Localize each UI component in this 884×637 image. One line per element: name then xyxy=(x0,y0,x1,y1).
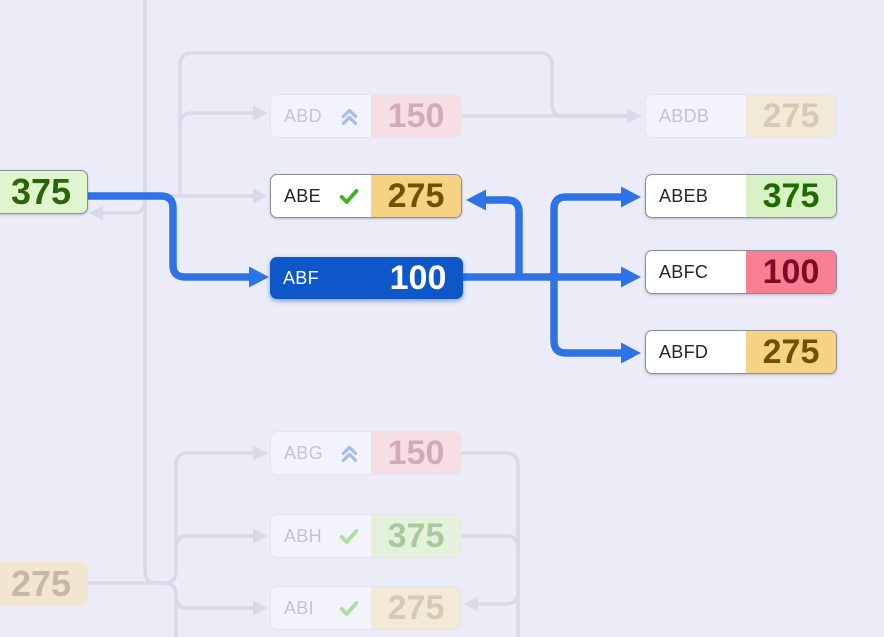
edge-left275-offscreen-top xyxy=(143,0,166,585)
edge-left275-abg xyxy=(163,451,253,585)
edge-left275-abh xyxy=(174,534,253,549)
node-abe[interactable]: ABE 275 xyxy=(270,174,462,218)
arrowhead-into-abi-right xyxy=(463,596,478,612)
arrowhead-into-abdb xyxy=(627,108,642,124)
node-value: 375 xyxy=(10,171,72,212)
node-abf-selected[interactable]: ABF 100 xyxy=(270,257,463,299)
node-left-375[interactable]: 375 xyxy=(0,170,88,214)
node-label: ABI xyxy=(284,597,314,618)
edge-abh-offscreen-bottom xyxy=(462,534,520,549)
node-label: ABDB xyxy=(659,105,710,126)
edge-return-left375 xyxy=(103,200,147,215)
node-abi[interactable]: ABI 275 xyxy=(270,586,462,630)
arrowhead-into-abd xyxy=(253,105,268,121)
edge-abg-offscreen-bottom xyxy=(462,451,520,637)
arrowhead-into-abf xyxy=(249,266,269,288)
edge-abf-abeb xyxy=(550,193,621,277)
node-value: 275 xyxy=(10,563,72,604)
edge-left375-abf xyxy=(88,192,250,281)
arrowhead-into-abeb xyxy=(621,186,641,208)
arrowhead-into-abfd xyxy=(621,342,641,364)
arrowhead-into-abe-blue xyxy=(466,189,486,211)
node-label: ABG xyxy=(284,442,323,463)
node-abg[interactable]: ABG 150 xyxy=(270,431,462,475)
node-abeb[interactable]: ABEB 375 xyxy=(645,174,837,218)
chevrons-up-icon xyxy=(339,443,360,464)
node-label: ABH xyxy=(284,525,322,546)
edge-abf-abe xyxy=(486,196,523,277)
edge-abf-abfd xyxy=(550,277,621,357)
node-abdb[interactable]: ABDB 275 xyxy=(645,94,837,138)
edge-left375-abd xyxy=(178,111,253,126)
edge-offscreen-bottom-abi xyxy=(478,591,520,606)
node-value: 375 xyxy=(371,515,461,557)
node-value: 275 xyxy=(746,331,836,373)
arrowhead-into-abfc xyxy=(621,266,641,288)
arrowhead-into-abg xyxy=(253,445,268,461)
node-value: 150 xyxy=(371,432,461,474)
node-value: 275 xyxy=(746,95,836,137)
node-label: ABF xyxy=(283,267,319,288)
node-label: ABFC xyxy=(659,261,709,282)
node-abh[interactable]: ABH 375 xyxy=(270,514,462,558)
node-label: ABE xyxy=(284,185,321,206)
edge-left275-abi xyxy=(174,595,253,610)
node-label: ABEB xyxy=(659,185,709,206)
edge-left275-offscreen-bottom xyxy=(163,581,178,637)
node-value: 275 xyxy=(371,175,461,217)
node-value: 275 xyxy=(371,587,461,629)
node-value: 150 xyxy=(371,95,461,137)
node-label: ABFD xyxy=(659,341,709,362)
arrowhead-into-left375 xyxy=(88,205,103,221)
node-left-275[interactable]: 275 xyxy=(0,562,88,606)
check-icon xyxy=(338,525,360,547)
node-abd[interactable]: ABD 150 xyxy=(270,94,462,138)
node-abfd[interactable]: ABFD 275 xyxy=(645,330,837,374)
check-icon xyxy=(338,185,360,207)
arrowhead-into-abh xyxy=(253,528,268,544)
node-value: 100 xyxy=(389,258,447,297)
node-abfc[interactable]: ABFC 100 xyxy=(645,250,837,294)
node-label: ABD xyxy=(284,105,322,126)
arrowhead-into-abe xyxy=(253,188,268,204)
chevrons-up-icon xyxy=(339,106,360,127)
node-value: 375 xyxy=(746,175,836,217)
check-icon xyxy=(338,597,360,619)
arrowhead-into-abi-left xyxy=(253,600,268,616)
node-value: 100 xyxy=(746,251,836,293)
